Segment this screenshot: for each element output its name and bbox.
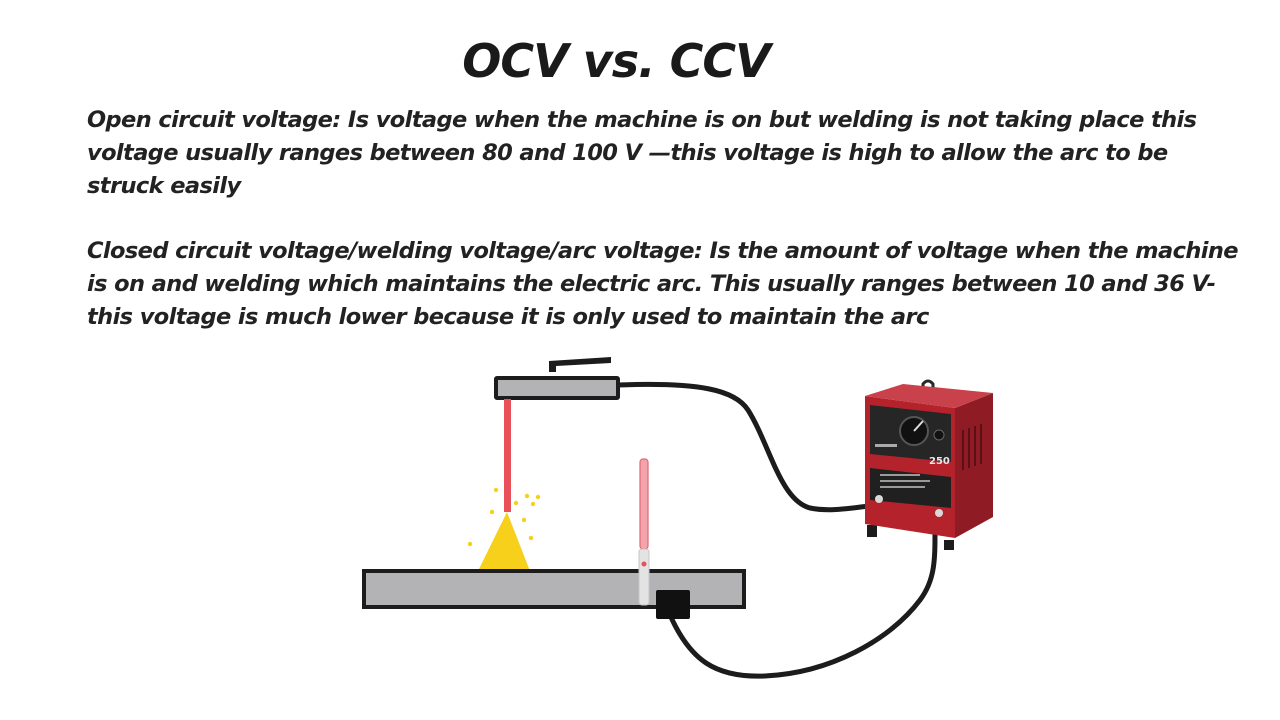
electrode-holder <box>494 357 620 400</box>
workpiece-plate <box>362 569 746 609</box>
ccv-paragraph: Closed circuit voltage/welding voltage/a… <box>87 238 1239 330</box>
electrode-rod-active <box>504 399 511 512</box>
ground-clamp <box>656 590 690 619</box>
electrode-cable <box>615 381 873 513</box>
slide-title: OCV vs. CCV <box>462 34 770 88</box>
machine-model-label: 250 <box>929 456 950 467</box>
welding-machine: 250 <box>865 379 993 550</box>
electrode-rod-spare <box>638 458 650 606</box>
ground-terminal <box>935 509 943 517</box>
electrode-terminal <box>875 495 883 503</box>
ground-cable <box>667 527 938 679</box>
ocv-paragraph: Open circuit voltage: Is voltage when th… <box>87 107 1197 199</box>
